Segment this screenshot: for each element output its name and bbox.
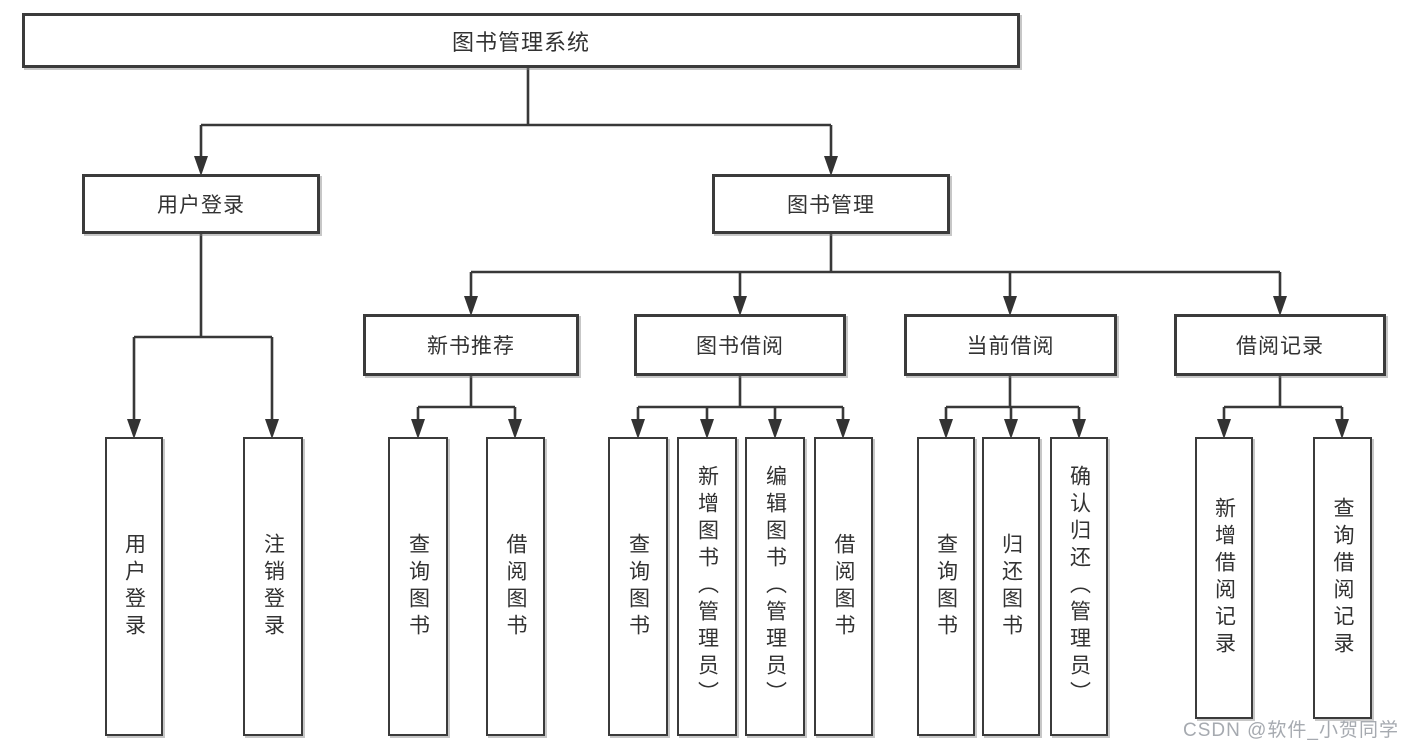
node-book-borrowing-label: 图书借阅 <box>696 335 784 358</box>
node-new-book-recommend-label: 新书推荐 <box>427 335 515 358</box>
leaf-records-query-record-label: 查询借阅记录 <box>1331 497 1354 659</box>
node-user-login-label: 用户登录 <box>157 194 245 217</box>
leaf-user-login-label: 用户登录 <box>122 532 146 641</box>
leaf-borrow-add-books-admin: 新增图书（管理员） <box>677 437 737 736</box>
leaf-borrow-edit-books-admin-label: 编辑图书（管理员） <box>763 465 787 708</box>
leaf-borrow-query-books: 查询图书 <box>608 437 668 736</box>
node-root-label: 图书管理系统 <box>451 29 590 55</box>
leaf-borrow-borrow-books: 借阅图书 <box>814 437 873 736</box>
node-new-book-recommend: 新书推荐 <box>363 314 579 376</box>
node-borrowing-records-label: 借阅记录 <box>1236 335 1324 358</box>
leaf-current-confirm-return-admin: 确认归还（管理员） <box>1050 437 1108 736</box>
leaf-recommend-borrow-books: 借阅图书 <box>486 437 545 736</box>
leaf-borrow-edit-books-admin: 编辑图书（管理员） <box>745 437 805 736</box>
leaf-records-add-record-label: 新增借阅记录 <box>1212 497 1236 659</box>
leaf-recommend-query-books: 查询图书 <box>388 437 448 736</box>
leaf-current-query-books: 查询图书 <box>917 437 975 736</box>
leaf-current-query-books-label: 查询图书 <box>934 532 958 641</box>
leaf-recommend-query-books-label: 查询图书 <box>406 532 430 641</box>
node-root: 图书管理系统 <box>22 13 1020 68</box>
node-current-borrowing: 当前借阅 <box>904 314 1117 376</box>
node-book-management-label: 图书管理 <box>787 194 875 217</box>
leaf-borrow-add-books-admin-label: 新增图书（管理员） <box>695 465 719 708</box>
node-user-login: 用户登录 <box>82 174 320 234</box>
leaf-current-return-books-label: 归还图书 <box>999 532 1023 641</box>
leaf-logout-login-label: 注销登录 <box>261 532 285 641</box>
leaf-borrow-borrow-books-label: 借阅图书 <box>832 532 855 641</box>
leaf-current-confirm-return-admin-label: 确认归还（管理员） <box>1067 465 1091 708</box>
node-book-management: 图书管理 <box>712 174 950 234</box>
leaf-user-login: 用户登录 <box>105 437 163 736</box>
node-book-borrowing: 图书借阅 <box>634 314 846 376</box>
arrowheads <box>127 156 1349 439</box>
leaf-records-add-record: 新增借阅记录 <box>1195 437 1253 719</box>
leaf-recommend-borrow-books-label: 借阅图书 <box>504 532 527 641</box>
leaf-records-query-record: 查询借阅记录 <box>1313 437 1372 719</box>
leaf-logout-login: 注销登录 <box>243 437 303 736</box>
node-current-borrowing-label: 当前借阅 <box>966 335 1055 358</box>
leaf-borrow-query-books-label: 查询图书 <box>626 532 650 641</box>
csdn-watermark: CSDN @软件_小贺同学 <box>1183 720 1399 741</box>
leaf-current-return-books: 归还图书 <box>982 437 1040 736</box>
node-borrowing-records: 借阅记录 <box>1174 314 1386 376</box>
